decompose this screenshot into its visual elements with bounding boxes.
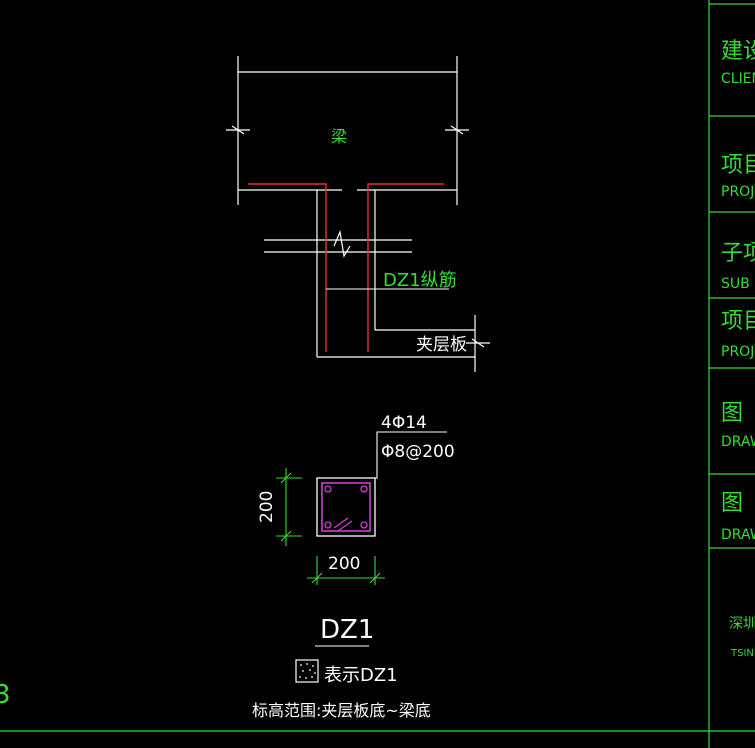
title-row-cn: 建设 — [721, 39, 755, 64]
stirrup-hook — [333, 517, 353, 532]
title-row-cn: 子项 — [721, 241, 755, 266]
section-name: DZ1 — [320, 615, 374, 645]
title-row-en: TSIN — [730, 648, 754, 659]
main-bars-label: 4Φ14 — [381, 413, 427, 433]
column-section-detail: 4Φ14 Φ8@200 200 — [252, 413, 455, 720]
rebar-dot — [324, 485, 332, 493]
title-row-cn: 图 — [721, 491, 743, 516]
rebar-dot — [360, 521, 368, 529]
column-break-mark — [264, 229, 412, 258]
title-row-cn: 深圳市 — [729, 615, 755, 632]
slab-label: 夹层板 — [416, 335, 467, 355]
rebar-dot — [360, 485, 368, 493]
dimension-height-label: 200 — [257, 491, 277, 523]
title-row-en: CLIEN — [721, 71, 755, 87]
title-row-en: PROJ — [721, 344, 754, 360]
section-outline — [316, 477, 376, 537]
title-row-en: PROJ — [721, 184, 754, 200]
dimension-horizontal — [307, 556, 385, 585]
stirrup — [321, 482, 371, 532]
title-row-en: DRAW — [721, 527, 755, 543]
rebar-label: DZ1纵筋 — [383, 270, 457, 291]
beam-break-mark-right — [445, 125, 469, 135]
dimension-width-label: 200 — [328, 554, 360, 574]
stirrup-label: Φ8@200 — [381, 442, 455, 462]
title-row-cn: 项目 — [721, 153, 755, 178]
column-elevation-detail: 梁 DZ1纵筋 夹层板 — [226, 56, 490, 372]
title-row-cn: 图 — [721, 401, 743, 426]
title-row-en: DRAW — [721, 434, 755, 450]
slab-break-mark — [466, 338, 490, 348]
beam-label: 梁 — [331, 127, 347, 146]
legend-text: 表示DZ1 — [324, 665, 398, 686]
beam-outline — [237, 56, 458, 205]
beam-break-mark-left — [226, 125, 250, 135]
corner-bars — [324, 485, 368, 529]
longitudinal-rebars — [248, 183, 444, 352]
dimension-vertical — [276, 468, 302, 546]
edge-mark: 3 — [0, 680, 11, 710]
legend-hatch-box — [295, 659, 319, 683]
range-note: 标高范围:夹层板底~梁底 — [252, 701, 431, 720]
column-outline — [316, 190, 476, 372]
title-row-en: SUB — [721, 276, 750, 292]
title-row-cn: 项目 — [721, 309, 755, 334]
rebar-dot — [324, 521, 332, 529]
